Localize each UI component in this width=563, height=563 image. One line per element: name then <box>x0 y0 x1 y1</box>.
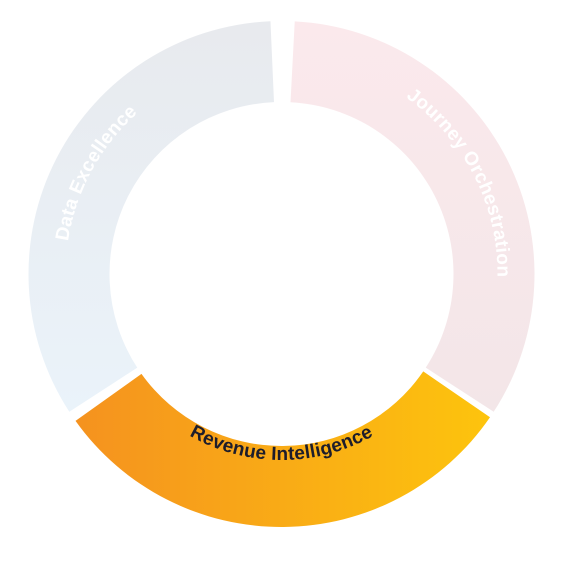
segment-data-excellence-arc[interactable] <box>28 21 274 412</box>
segment-revenue-intelligence-arc[interactable] <box>75 371 490 527</box>
segment-journey-orchestration-arc[interactable] <box>290 21 535 412</box>
segment-data-excellence[interactable]: Data Excellence <box>28 21 274 412</box>
segment-revenue-intelligence[interactable]: Revenue Intelligence <box>75 371 490 527</box>
segment-journey-orchestration[interactable]: Journey Orchestration <box>290 21 535 412</box>
